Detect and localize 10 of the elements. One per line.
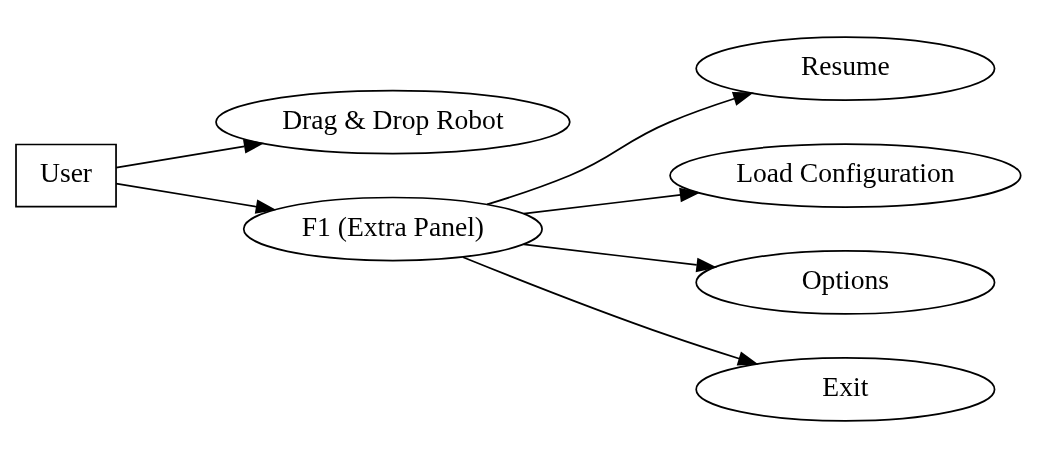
node-ellipse: Load Configuration <box>669 143 1022 208</box>
node-ellipse: Resume <box>695 36 996 101</box>
arrow <box>523 187 701 215</box>
arrow <box>115 182 277 214</box>
arrow <box>462 256 759 366</box>
arrow <box>486 91 754 206</box>
arrow <box>523 243 718 273</box>
node-box: User <box>15 143 117 208</box>
node-ellipse: Exit <box>695 357 996 422</box>
arrow <box>115 139 265 169</box>
